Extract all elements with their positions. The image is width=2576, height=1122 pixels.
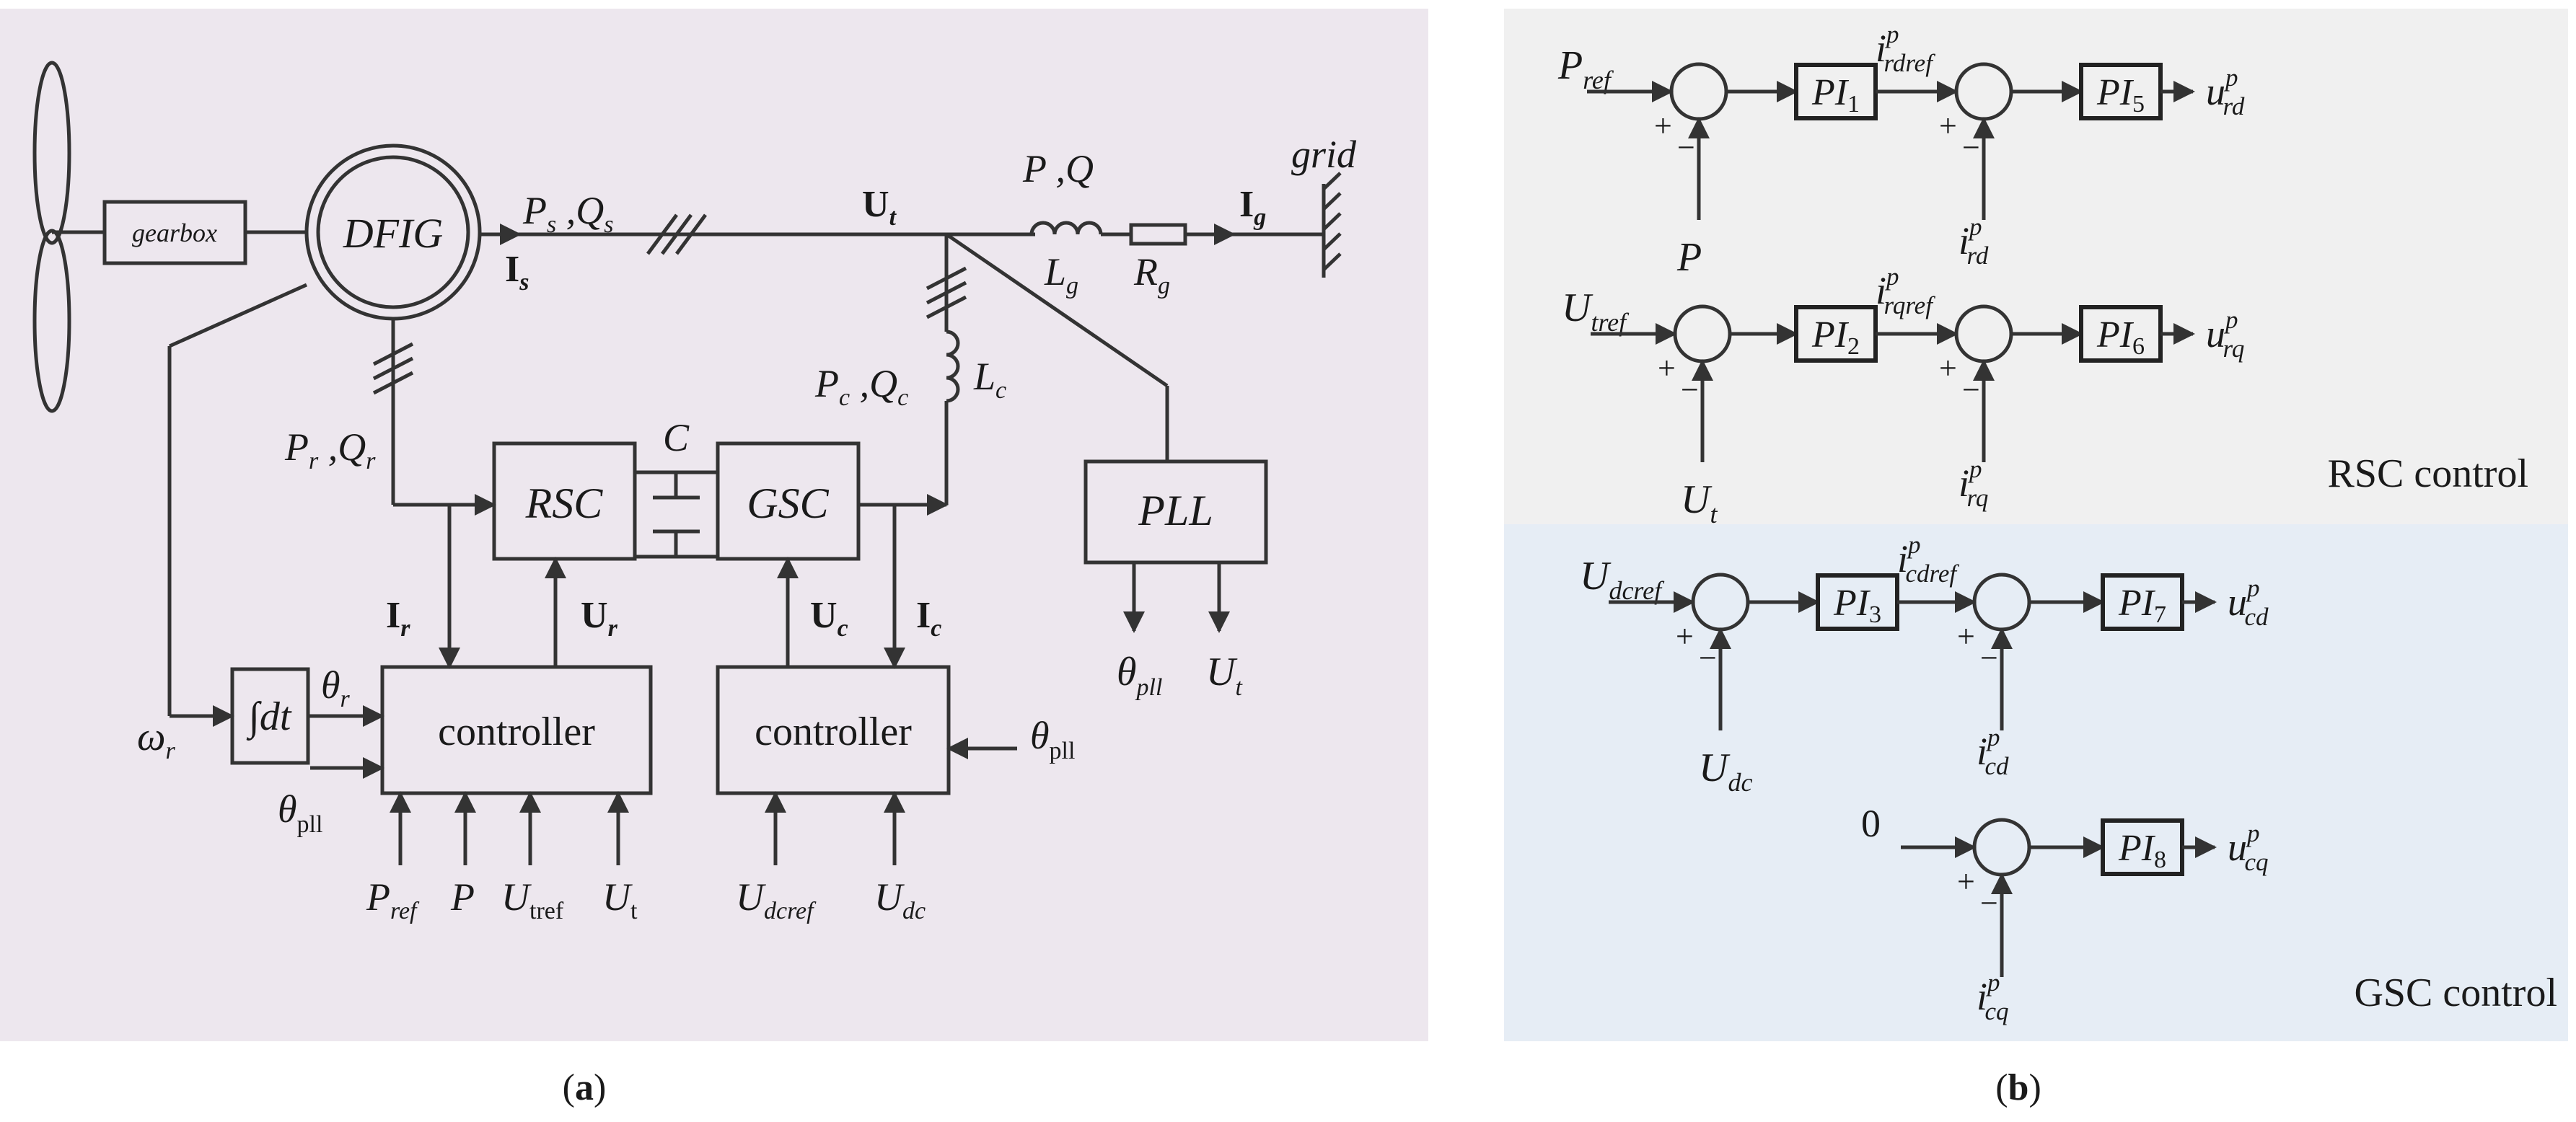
- capacitor-label: C: [663, 416, 690, 459]
- rsc-label: RSC: [525, 480, 604, 527]
- rg-label: Rg: [1133, 250, 1170, 299]
- rsc-block: RSC: [492, 441, 637, 561]
- lg-label: Lg: [1044, 250, 1078, 299]
- row3-sum-junction-1-minus: −: [1699, 640, 1717, 676]
- grid-label: grid: [1291, 133, 1357, 176]
- caption-a: (a): [563, 1067, 607, 1108]
- ps-qs-label: Ps ,Qs: [522, 189, 613, 238]
- row1-sum-junction-2-minus: −: [1962, 130, 1980, 165]
- row3-pi-block-a-label: PI3: [1833, 583, 1881, 628]
- theta-pll-output-label: θpll: [1117, 650, 1162, 701]
- panel-a: gearbox DFIG Ps ,Qs Is Ut P ,Q: [0, 9, 1428, 1041]
- rsc-controller-block: controller: [380, 665, 653, 795]
- gsc-controller-block: controller: [716, 665, 951, 795]
- utref-input-label: Utref: [501, 875, 564, 924]
- ic-label: Ic: [916, 595, 941, 642]
- row2-reference-label: Utref: [1562, 286, 1630, 337]
- row2-feedback-label-1: Ut: [1681, 477, 1718, 529]
- rsc-control-label: RSC control: [2328, 451, 2528, 496]
- gsc-controller-label: controller: [755, 710, 912, 754]
- ut-input-label: Ut: [602, 875, 638, 924]
- gsc-control-label: GSC control: [2354, 971, 2557, 1015]
- three-phase-hatch-lc: [926, 266, 967, 319]
- p-input-label: P: [450, 875, 475, 919]
- three-phase-hatch-rotor: [372, 342, 414, 395]
- row3-sum-junction-2-minus: −: [1980, 640, 1998, 676]
- three-phase-hatch: [646, 213, 708, 255]
- pll-block: PLL: [1083, 459, 1268, 565]
- row2-sum-junction-2-minus: −: [1962, 372, 1980, 407]
- rsc-control-background: [1504, 9, 2568, 524]
- row1-sum-junction-1-minus: −: [1677, 130, 1695, 165]
- row2-sum-junction-2-plus: +: [1939, 350, 1957, 386]
- lc-inductor: [946, 330, 960, 403]
- row1-pi-block-a-label: PI1: [1811, 72, 1860, 118]
- row3-pi-block-b-label: PI7: [2118, 583, 2166, 628]
- ur-label: Ur: [581, 595, 618, 642]
- udc-input-label: Udc: [874, 875, 926, 924]
- omega-r-label: ωr: [137, 715, 176, 764]
- row3-sum-junction-2-plus: +: [1957, 619, 1975, 654]
- grid-ground-icon: [1322, 172, 1342, 278]
- row4-sum-junction-plus: +: [1957, 864, 1975, 899]
- gearbox-label: gearbox: [132, 218, 217, 247]
- ir-label: Ir: [386, 595, 410, 642]
- row2-sum-junction-1-minus: −: [1681, 372, 1699, 407]
- rsc-controller-label: controller: [438, 710, 595, 754]
- integrator-label: ∫dt: [247, 694, 292, 741]
- dfig-label: DFIG: [343, 210, 444, 257]
- ut-output-label: Ut: [1206, 650, 1243, 701]
- wind-turbine-icon: [32, 61, 105, 413]
- row1-feedback-label-1: P: [1676, 235, 1702, 280]
- gsc-label: GSC: [747, 480, 829, 527]
- rg-resistor: [1129, 223, 1187, 246]
- row2-sum-junction-1-plus: +: [1658, 350, 1676, 386]
- is-label: Is: [505, 249, 529, 296]
- pref-input-label: Pref: [366, 875, 420, 924]
- theta-pll-left-label: θpll: [278, 787, 322, 838]
- ig-label: Ig: [1239, 184, 1266, 231]
- row1-reference-label: Pref: [1557, 43, 1614, 94]
- row3-reference-label: Udcref: [1580, 554, 1665, 605]
- pll-label: PLL: [1138, 487, 1213, 534]
- row2-pi-block-a-label: PI2: [1811, 314, 1860, 360]
- lg-inductor: [1029, 221, 1103, 235]
- caption-b: (b): [1995, 1067, 2041, 1108]
- row2-pi-block-b-label: PI6: [2096, 314, 2145, 360]
- pc-qc-label: Pc ,Qc: [814, 362, 908, 411]
- panel-a-background: [0, 9, 1428, 1041]
- theta-r-label: θr: [321, 663, 351, 712]
- row4-sum-junction-minus: −: [1980, 885, 1998, 921]
- dc-link-capacitor: [635, 470, 718, 559]
- ut-node-label: Ut: [862, 184, 897, 231]
- row1-sum-junction-2-plus: +: [1939, 108, 1957, 143]
- pr-qr-label: Pr ,Qr: [284, 425, 376, 474]
- gsc-block: GSC: [716, 441, 861, 561]
- row1-sum-junction-1-plus: +: [1654, 108, 1672, 143]
- theta-pll-right-label: θpll: [1030, 714, 1075, 764]
- row3-feedback-label-1: Udc: [1699, 746, 1752, 797]
- row3-sum-junction-1-plus: +: [1676, 619, 1694, 654]
- row4-pi-block-label: PI8: [2118, 828, 2166, 873]
- pq-line-label: P ,Q: [1022, 147, 1094, 190]
- lc-label: Lc: [973, 355, 1006, 404]
- udcref-input-label: Udcref: [736, 875, 817, 924]
- uc-label: Uc: [810, 595, 848, 642]
- row1-pi-block-b-label: PI5: [2096, 72, 2145, 118]
- row4-zero-reference-label: 0: [1861, 802, 1881, 845]
